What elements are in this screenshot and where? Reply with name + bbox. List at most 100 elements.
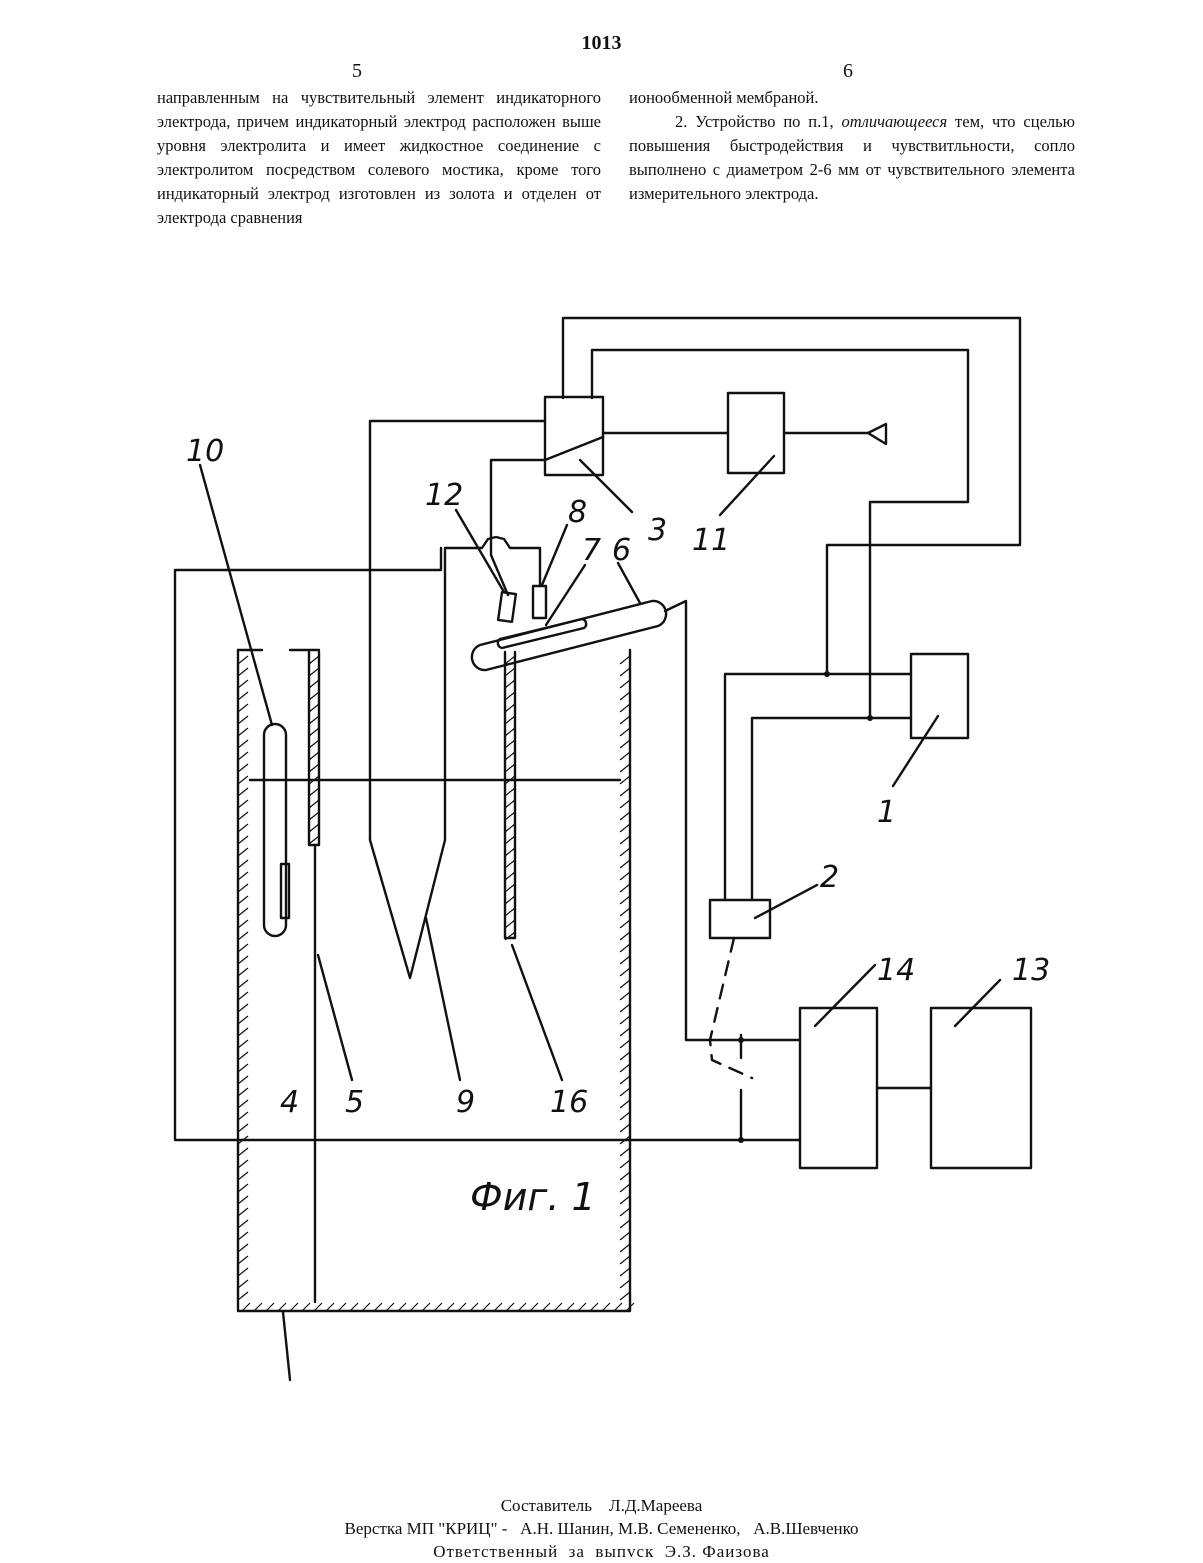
hatch-stroke [620,1256,630,1264]
hatch-stroke [238,1148,248,1156]
hatch-stroke [238,1088,248,1096]
hatch-stroke [620,872,630,880]
leader-16 [512,945,562,1080]
hatch-stroke [505,740,515,748]
hatch-stroke [238,908,248,916]
hatch-stroke [505,824,515,832]
hatch-stroke [620,920,630,928]
hatch-stroke [620,1088,630,1096]
hatch-stroke [620,656,630,664]
hatch-stroke [238,800,248,808]
leader-13 [955,980,1000,1026]
junction-dot-3 [738,1037,744,1043]
hatch-stroke [620,980,630,988]
hatch-stroke [238,884,248,892]
hatch-stroke [620,728,630,736]
hatch-stroke [505,812,515,820]
hatch-stroke [620,956,630,964]
junction-dot-2 [867,715,873,721]
hatch-stroke [238,1016,248,1024]
hatch-stroke [309,800,319,808]
hatch-stroke [309,836,319,844]
hatch-stroke [620,1160,630,1168]
hatch-stroke [238,1172,248,1180]
hatch-stroke [238,980,248,988]
hatch-stroke [238,1028,248,1036]
hatch-stroke [238,716,248,724]
nozzle-tube-6-inner [498,619,586,648]
junction-dot-1 [824,671,830,677]
hatch-stroke [309,764,319,772]
hatch-stroke [620,692,630,700]
hatch-stroke [505,680,515,688]
hatch-stroke [505,668,515,676]
hatch-stroke [238,1268,248,1276]
hatch-stroke [238,836,248,844]
junction-dot-4 [738,1137,744,1143]
hatch-stroke [620,800,630,808]
hatch-stroke [505,860,515,868]
hatch-stroke [238,1184,248,1192]
hatch-stroke [238,1196,248,1204]
output-terminal-triangle [868,424,886,444]
hatch-stroke [620,812,630,820]
leader-3 [580,460,632,512]
hatch-stroke [505,920,515,928]
hatch-stroke [238,968,248,976]
hatch-stroke [505,716,515,724]
hatch-stroke [309,740,319,748]
block-1 [911,654,968,738]
figure-caption: Фиг. 1 [470,1175,596,1219]
hatch-stroke [238,1208,248,1216]
hatch-stroke [238,1052,248,1060]
label-10: 10 [186,434,224,469]
label-4: 4 [280,1085,299,1120]
label-11: 11 [692,523,730,558]
hatch-stroke [620,1244,630,1252]
hatch-stroke [238,1076,248,1084]
hatch-stroke [620,680,630,688]
hatch-stroke [620,836,630,844]
hatch-stroke [620,884,630,892]
wire-outer-left [175,548,800,1140]
hatch-stroke [620,932,630,940]
hatch-stroke [620,1076,630,1084]
leader-5 [318,955,352,1080]
hatch-stroke [620,1100,630,1108]
hatch-stroke [620,1292,630,1300]
hatch-stroke [620,1148,630,1156]
hatch-stroke [238,764,248,772]
hatch-stroke [238,1256,248,1264]
hatch-stroke [620,764,630,772]
hatch-stroke [309,812,319,820]
label-6: 6 [612,533,631,568]
hatch-stroke [620,1016,630,1024]
leader-7 [546,565,585,625]
hatch-stroke [620,668,630,676]
label-12: 12 [425,478,463,513]
hatch-stroke [238,740,248,748]
footer: Составитель Л.Д.Мареева Верстка МП "КРИЦ… [0,1494,1203,1563]
hatch-stroke [238,992,248,1000]
hatch-stroke [238,1004,248,1012]
leader-14 [815,965,875,1026]
hatch-stroke [505,884,515,892]
hatch-stroke [309,788,319,796]
leader-10 [200,465,272,725]
hatch-stroke [238,944,248,952]
hatch-stroke [620,908,630,916]
hatch-stroke [238,920,248,928]
hatch-stroke [620,1196,630,1204]
hatch-stroke [238,1160,248,1168]
hatch-stroke [505,800,515,808]
hatch-stroke [238,956,248,964]
hatch-stroke [238,812,248,820]
element-8 [533,586,546,618]
hatch-stroke [309,752,319,760]
hatch-stroke [505,764,515,772]
block-14 [800,1008,877,1168]
hatch-stroke [620,1028,630,1036]
label-16: 16 [550,1085,588,1120]
hatch-stroke [620,1124,630,1132]
